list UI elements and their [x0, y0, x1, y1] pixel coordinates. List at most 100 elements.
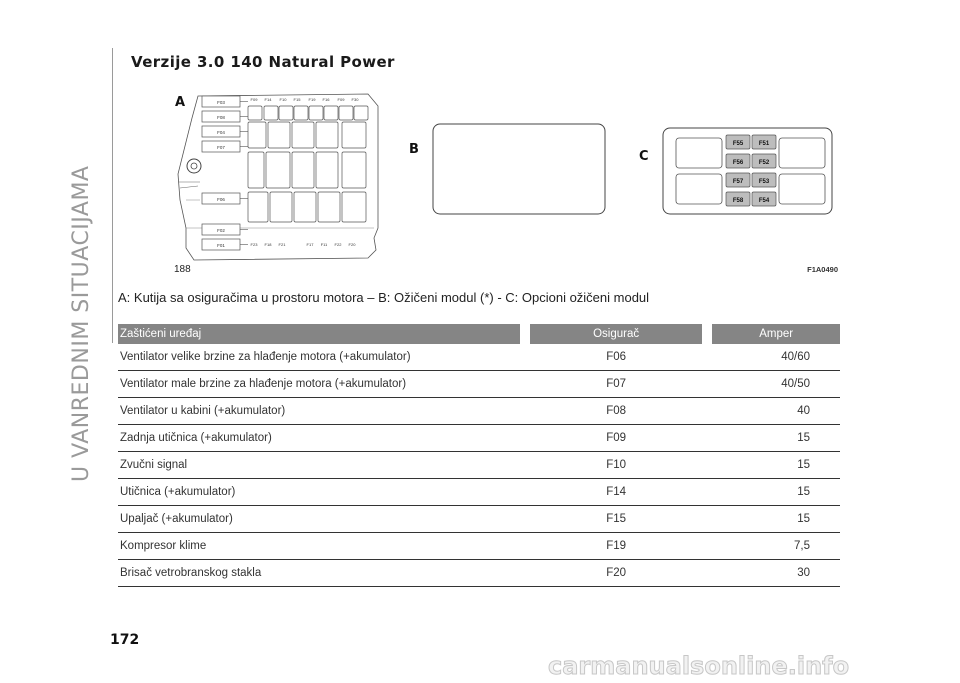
box-a-relay-slot — [269, 191, 293, 223]
module-c-fuse-label: F52 — [759, 160, 770, 166]
box-a-relay-slot — [315, 121, 339, 149]
box-a-fuse-label: F11 — [321, 242, 328, 247]
header-protected-device: Zaštićeni uređaj — [118, 324, 525, 344]
table-header-row: Zaštićeni uređaj Osigurač Amper — [118, 324, 840, 344]
box-a-fuse-label: F09 — [338, 97, 346, 102]
device-cell: Ventilator velike brzine za hlađenje mot… — [118, 344, 525, 371]
amperage-cell: 15 — [707, 424, 840, 452]
box-a-fuse-label: F16 — [323, 97, 331, 102]
bolt-icon — [186, 158, 202, 174]
label-a: A — [175, 95, 185, 110]
box-a-maxi-fuse-label: F07 — [217, 145, 225, 150]
box-a-relay-slot — [247, 121, 267, 149]
module-c-fuse-label: F55 — [733, 141, 744, 147]
module-c-fuse — [751, 153, 777, 169]
wiring-module-b — [432, 123, 606, 215]
label-b: B — [409, 142, 419, 157]
module-c-fuse — [725, 134, 751, 150]
box-a-fuse-label: F10 — [280, 97, 288, 102]
box-a-relay-slot — [338, 105, 354, 121]
fuse-cell: F06 — [524, 344, 708, 371]
module-c-fuse — [725, 172, 751, 188]
amperage-cell: 15 — [707, 478, 840, 506]
fuse-cell: F07 — [524, 370, 708, 398]
chapter-side-divider — [112, 48, 113, 343]
box-a-relay-slot — [308, 105, 324, 121]
table-row: Brisač vetrobranskog stakla F20 30 — [118, 559, 840, 587]
box-a-relay-slot — [247, 151, 265, 189]
fuse-cell: F20 — [524, 559, 708, 587]
box-a-relay-slot — [293, 191, 317, 223]
module-c-fuse — [725, 153, 751, 169]
box-a-fuse-label: F21 — [279, 242, 287, 247]
watermark-logo: carmanualsonline.info — [547, 652, 850, 681]
box-a-fuse-label: F09 — [251, 97, 259, 102]
label-c: C — [639, 149, 649, 164]
box-a-relay-slot — [315, 151, 339, 189]
box-a-fuse-label: F14 — [265, 97, 273, 102]
amperage-cell: 40/60 — [707, 344, 840, 371]
fuse-cell: F15 — [524, 505, 708, 533]
box-a-fuse-label: F17 — [307, 242, 315, 247]
module-c-fuse — [725, 191, 751, 207]
box-a-fuse-label: F22 — [335, 242, 343, 247]
box-a-relay-slot — [291, 151, 315, 189]
section-heading: Verzije 3.0 140 Natural Power — [131, 53, 395, 71]
box-a-maxi-fuse-label: F06 — [217, 197, 225, 202]
figure-ref-left: 188 — [174, 264, 191, 274]
box-a-relay-slot — [353, 105, 369, 121]
box-a-relay-slot — [341, 121, 367, 149]
box-a-relay-slot — [323, 105, 339, 121]
module-c-fuse-label: F58 — [733, 198, 744, 204]
fuse-table: Zaštićeni uređaj Osigurač Amper Ventilat… — [118, 324, 840, 587]
module-c-fuse-label: F56 — [733, 160, 744, 166]
box-a-relay-slot — [341, 191, 367, 223]
fuse-cell: F08 — [524, 397, 708, 425]
box-a-relay-slot — [291, 121, 315, 149]
box-a-relay-slot — [247, 191, 269, 223]
chapter-side-title: U VANREDNIM SITUACIJAMA — [69, 165, 94, 482]
device-cell: Zadnja utičnica (+akumulator) — [118, 424, 525, 452]
fuse-cell: F19 — [524, 532, 708, 560]
amperage-cell: 7,5 — [707, 532, 840, 560]
amperage-cell: 15 — [707, 451, 840, 479]
box-a-maxi-fuse-label: F03 — [217, 100, 225, 105]
box-a-relay-slot — [278, 105, 294, 121]
box-a-relay-slot — [317, 191, 341, 223]
box-a-maxi-fuse-label: F08 — [217, 115, 225, 120]
amperage-cell: 40/50 — [707, 370, 840, 398]
box-a-maxi-fuse-label: F01 — [217, 243, 225, 248]
box-a-maxi-fuse-label: F04 — [217, 130, 225, 135]
table-row: Utičnica (+akumulator) F14 15 — [118, 478, 840, 506]
table-row: Ventilator male brzine za hlađenje motor… — [118, 370, 840, 398]
device-cell: Kompresor klime — [118, 532, 525, 560]
device-cell: Ventilator male brzine za hlađenje motor… — [118, 370, 525, 398]
box-a-fuse-label: F15 — [294, 97, 302, 102]
box-a-relay-slot — [341, 151, 367, 189]
figure-ref-right: F1A0490 — [807, 265, 838, 274]
fuse-cell: F14 — [524, 478, 708, 506]
header-amperage: Amper — [702, 324, 840, 344]
device-cell: Brisač vetrobranskog stakla — [118, 559, 525, 587]
box-a-relay-slot — [293, 105, 309, 121]
table-row: Ventilator velike brzine za hlađenje mot… — [118, 344, 840, 371]
box-a-fuse-label: F18 — [265, 242, 273, 247]
table-row: Zadnja utičnica (+akumulator) F09 15 — [118, 424, 840, 452]
figure-caption: A: Kutija sa osiguračima u prostoru moto… — [118, 290, 650, 305]
module-c-fuse-label: F53 — [759, 179, 770, 185]
device-cell: Upaljač (+akumulator) — [118, 505, 525, 533]
module-c-fuse — [751, 134, 777, 150]
amperage-cell: 40 — [707, 397, 840, 425]
box-a-relay-slot — [267, 121, 291, 149]
table-row: Zvučni signal F10 15 — [118, 451, 840, 479]
box-a-fuse-label: F19 — [309, 97, 317, 102]
device-cell: Zvučni signal — [118, 451, 525, 479]
amperage-cell: 30 — [707, 559, 840, 587]
fuse-cell: F10 — [524, 451, 708, 479]
box-a-relay-slot — [247, 105, 263, 121]
module-c-fuse-label: F54 — [759, 198, 770, 204]
module-c-fuse — [751, 172, 777, 188]
box-a-relay-slot — [263, 105, 279, 121]
